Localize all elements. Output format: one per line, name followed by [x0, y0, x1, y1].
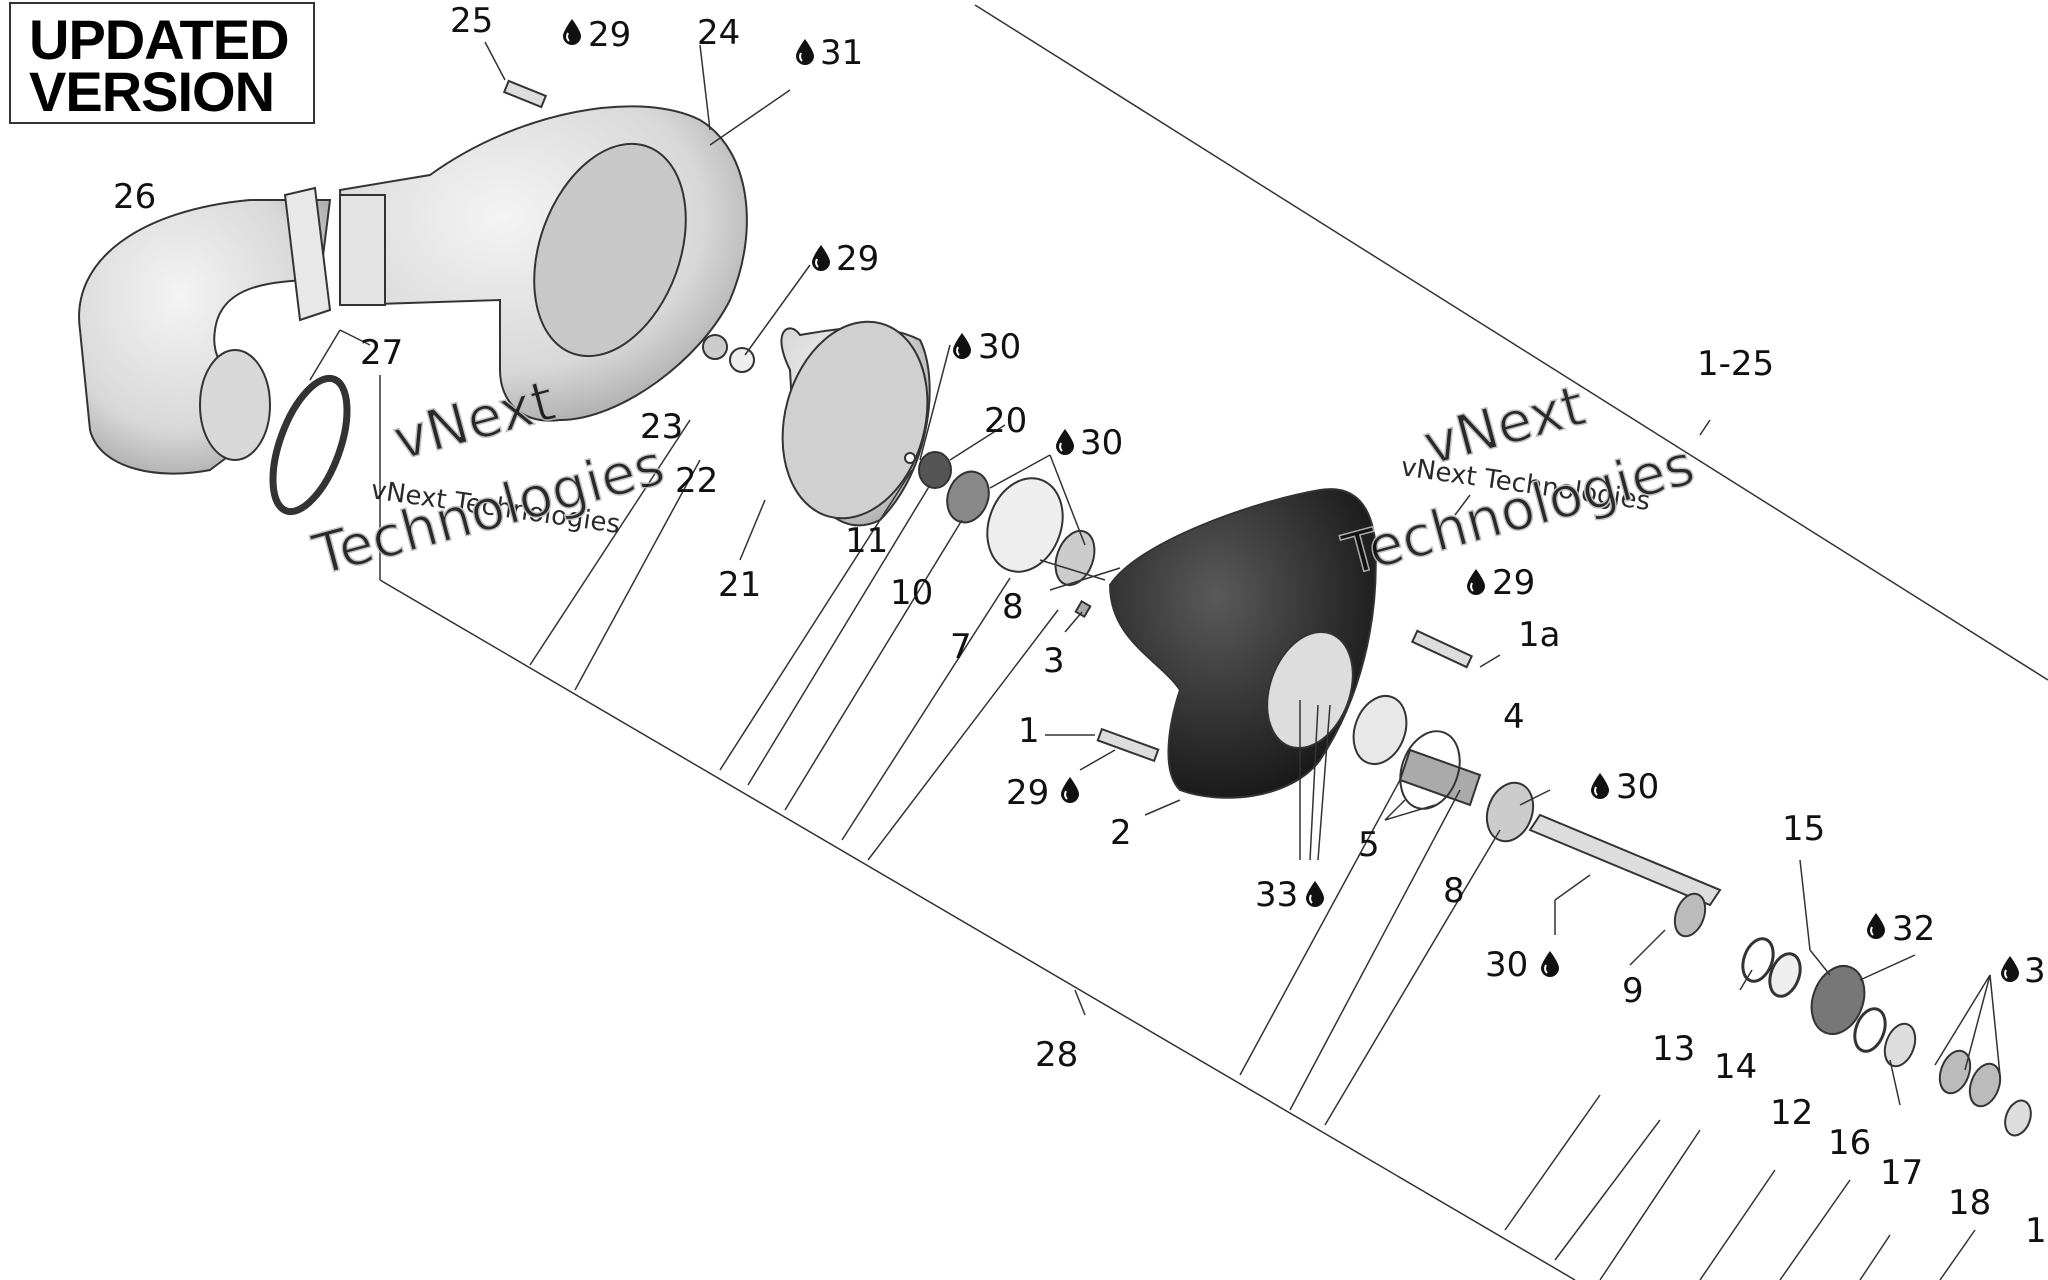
callout-labels: 25 29 24 31 26 27 29 23 22 30 20 30 21 1… [113, 1, 2047, 1251]
callout-1: 1 [1018, 711, 1040, 751]
oil-drop-icon [795, 38, 815, 66]
ring-14 [1768, 952, 1802, 998]
ring-12 [1853, 1007, 1887, 1053]
ring-16 [1883, 1022, 1917, 1068]
callout-1-25: 1-25 [1697, 344, 1774, 384]
callout-29d: 29 [1006, 773, 1049, 813]
callout-8a: 8 [1002, 587, 1024, 627]
ring-17 [1938, 1049, 1972, 1095]
callout-31: 31 [820, 33, 863, 73]
callout-24: 24 [697, 13, 740, 53]
callout-1b: 1 [2025, 1211, 2047, 1251]
bolt-1 [1096, 727, 1160, 763]
callout-32: 32 [1892, 909, 1935, 949]
assembly-bracket [309, 4, 2048, 1280]
spring-5 [1399, 730, 1461, 810]
oil-drop-icon [811, 244, 831, 272]
callout-4: 4 [1503, 697, 1525, 737]
callout-21: 21 [718, 565, 761, 605]
oil-drop-icon [1866, 912, 1886, 940]
callout-27: 27 [360, 333, 403, 373]
oil-drop-icon [2000, 955, 2020, 983]
ring-clamp-27 [269, 374, 351, 516]
callout-30c: 30 [1616, 767, 1659, 807]
callout-1a: 1a [1518, 615, 1560, 655]
gear-15 [1810, 965, 1866, 1035]
callout-9: 9 [1622, 971, 1644, 1011]
callout-2: 2 [1110, 813, 1132, 853]
callout-29c: 29 [1492, 563, 1535, 603]
callout-8b: 8 [1443, 871, 1465, 911]
watermark-big-left-1: vNext [387, 368, 562, 473]
parts-drawing [78, 79, 2032, 1137]
ring-13 [1741, 937, 1775, 983]
callout-30b: 30 [1080, 423, 1123, 463]
badge-line-1: UPDATED [29, 8, 290, 71]
callout-20: 20 [984, 401, 1027, 441]
callout-33: 33 [1255, 875, 1298, 915]
updated-version-badge: UPDATED VERSION [9, 2, 315, 124]
callout-18: 18 [1948, 1183, 1991, 1223]
oil-drop-icon [1060, 776, 1080, 804]
callout-29a: 29 [588, 15, 631, 55]
callout-12: 12 [1770, 1093, 1813, 1133]
callout-17: 17 [1880, 1153, 1923, 1193]
callout-25: 25 [450, 1, 493, 41]
o-ring-11 [904, 452, 916, 464]
bolt-1a [1410, 629, 1474, 669]
pin-3 [1074, 599, 1092, 619]
callout-7: 7 [950, 627, 972, 667]
badge-line-2: VERSION [29, 60, 275, 123]
washer-18 [2004, 1099, 2032, 1137]
oil-drop-icon [1305, 880, 1325, 908]
oil-drop-icon [1055, 428, 1075, 456]
watermark-big-right-1: vNext [1417, 373, 1592, 478]
callout-16: 16 [1828, 1123, 1871, 1163]
callout-10: 10 [890, 573, 933, 613]
callout-5: 5 [1358, 825, 1380, 865]
sleeve-4 [1398, 748, 1482, 807]
bearing-8b [1485, 781, 1535, 843]
callout-29b: 29 [836, 239, 879, 279]
oil-drop-icon [952, 332, 972, 360]
seal-20 [918, 451, 952, 489]
washer-22 [729, 347, 755, 373]
callout-11: 11 [845, 521, 888, 561]
elbow-hose-26 [78, 199, 332, 475]
oil-drop-icon [1590, 772, 1610, 800]
nut-23 [702, 334, 728, 360]
callout-3: 3 [1043, 641, 1065, 681]
oil-drop-icon [1540, 950, 1560, 978]
callout-3b: 3 [2024, 951, 2046, 991]
seal-10 [946, 470, 990, 524]
callout-23: 23 [640, 407, 683, 447]
hose-clamp [283, 186, 332, 322]
oil-drop-icon [562, 18, 582, 46]
callout-15: 15 [1782, 809, 1825, 849]
oil-drop-icon [1466, 568, 1486, 596]
spacer-7 [986, 477, 1064, 573]
callout-28: 28 [1035, 1035, 1078, 1075]
shaft-9 [1528, 813, 1722, 907]
callout-30a: 30 [978, 327, 1021, 367]
callout-26: 26 [113, 177, 156, 217]
callout-13: 13 [1652, 1029, 1695, 1069]
callout-14: 14 [1714, 1047, 1757, 1087]
bolt-25 [502, 79, 548, 109]
callout-30d: 30 [1485, 945, 1528, 985]
callout-22: 22 [675, 461, 718, 501]
